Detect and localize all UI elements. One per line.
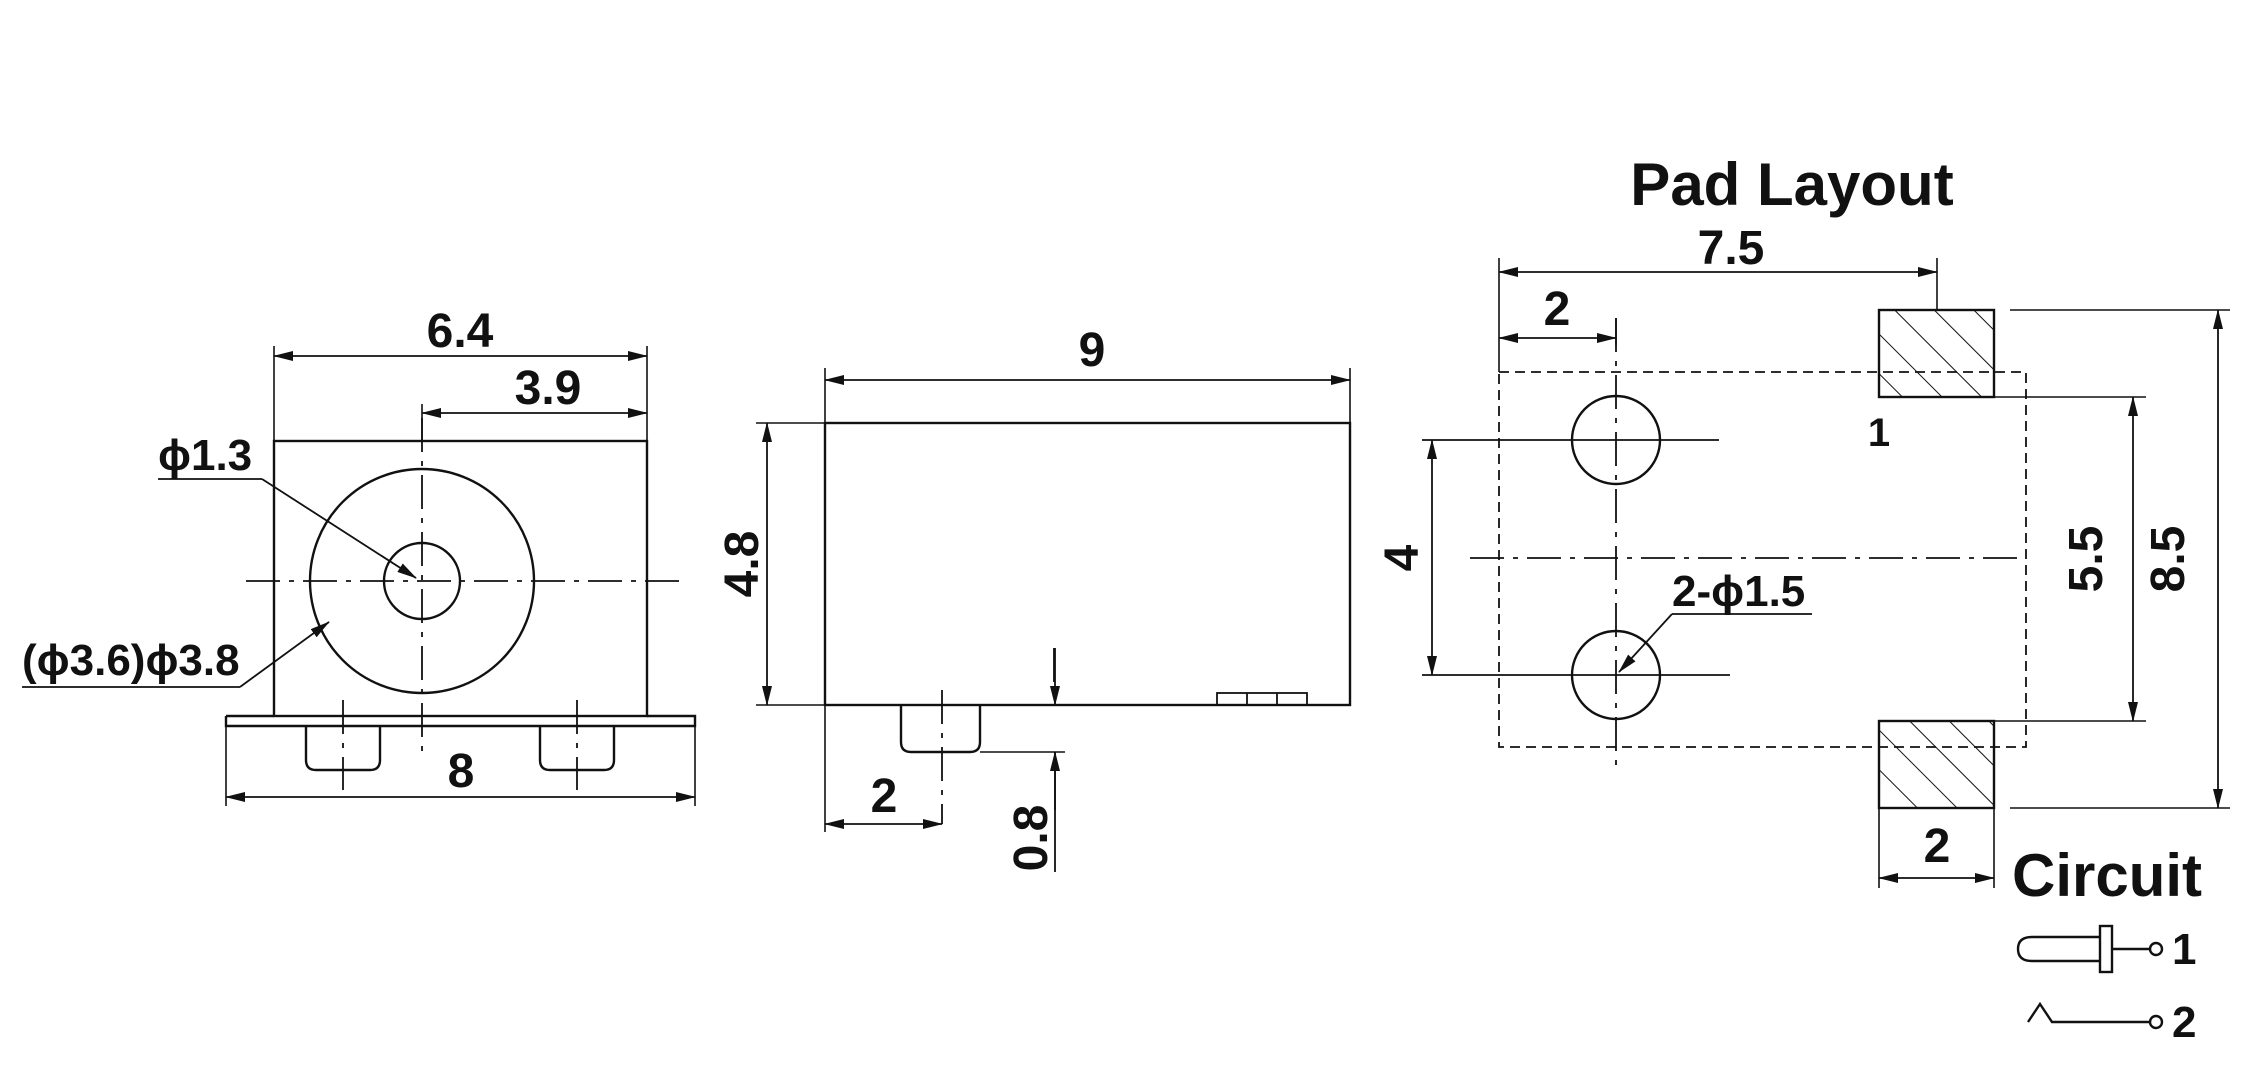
dim-7-5-label: 7.5 — [1698, 222, 1765, 275]
side-body-outline — [823, 421, 1352, 707]
dim-hole-dia-label: ϕ1.3 — [158, 431, 252, 480]
side-terminal — [899, 705, 982, 754]
circuit: Circuit 1 2 — [2012, 842, 2202, 1047]
dim-8-label: 8 — [448, 745, 475, 798]
front-base-flange — [224, 714, 697, 728]
dim-2-pad-label: 2 — [1924, 820, 1951, 873]
pad-layout: Pad Layout 1 7.5 2 4 2-ϕ1.5 5 — [1376, 151, 2230, 888]
pad-layout-title: Pad Layout — [1630, 151, 1953, 218]
dim-4-8-label: 4.8 — [716, 531, 769, 598]
circuit-pin2-label: 2 — [2172, 998, 2196, 1047]
side-view: 9 4.8 2 0.8 — [716, 324, 1352, 872]
dim-outer-dia-label: (ϕ3.6)ϕ3.8 — [22, 636, 240, 685]
circuit-pin1-label: 1 — [2172, 925, 2196, 974]
dim-6-4-label: 6.4 — [427, 305, 494, 358]
dim-5-5-label: 5.5 — [2060, 526, 2113, 593]
dim-8-5-label: 8.5 — [2142, 526, 2195, 593]
dim-4-label: 4 — [1376, 544, 1429, 571]
front-body-outline — [272, 439, 649, 718]
circuit-title: Circuit — [2012, 842, 2202, 909]
circuit-pin2-symbol — [2027, 1001, 2150, 1024]
dim-3-9-label: 3.9 — [515, 362, 582, 415]
pad-1-label: 1 — [1868, 411, 1890, 455]
side-contact-block — [1216, 692, 1308, 706]
dim-hole-spec-label: 2-ϕ1.5 — [1672, 567, 1805, 616]
pad-1 — [1877, 308, 1996, 399]
dim-9-label: 9 — [1079, 324, 1106, 377]
pad-footprint-outline — [1498, 371, 2027, 748]
dim-2-hole-label: 2 — [1544, 283, 1571, 336]
dim-0-8-label: 0.8 — [1005, 805, 1058, 872]
pad-2 — [1877, 719, 1996, 810]
front-view: 6.4 3.9 ϕ1.3 (ϕ3.6)ϕ3.8 8 — [22, 305, 697, 806]
circuit-pin1-symbol — [2016, 935, 2100, 963]
dim-2-side-label: 2 — [871, 770, 898, 823]
